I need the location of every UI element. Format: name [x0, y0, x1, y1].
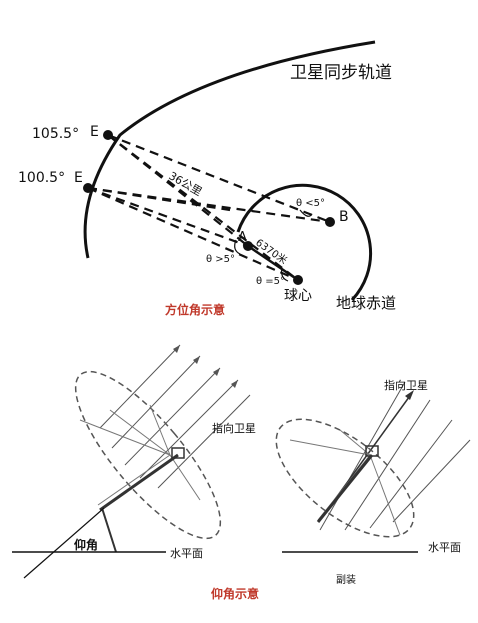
point-a-label: A	[238, 230, 247, 245]
e1-longitude: 105.5°	[32, 126, 79, 142]
sub-label: 副装	[336, 573, 356, 586]
angle-gt5-label: θ >5°	[206, 254, 235, 265]
earth-equator-circle	[236, 183, 373, 302]
left-dish	[12, 344, 251, 579]
elevation-label: 仰角	[74, 537, 98, 552]
orbit-label: 卫星同步轨道	[290, 63, 392, 83]
angle-arc-b	[299, 209, 313, 217]
horizontal-left-label: 水平面	[170, 547, 203, 560]
point-b-label: B	[339, 209, 349, 225]
right-pointer-label: 指向卫星	[384, 378, 428, 392]
center-label: 球心	[284, 288, 312, 304]
angle-arc-a	[234, 239, 241, 255]
sight-lines	[87, 133, 331, 282]
elevation-caption: 仰角示意	[211, 586, 259, 601]
equator-label: 地球赤道	[336, 294, 396, 312]
e2-longitude: 100.5°	[18, 170, 65, 186]
right-dish	[275, 381, 471, 553]
angle-lt5-label: θ <5°	[296, 198, 325, 209]
horizontal-right-label: 水平面	[428, 541, 461, 554]
left-pointer-label: 指向卫星	[212, 421, 256, 435]
orbit-arc	[83, 40, 376, 259]
azimuth-caption: 方位角示意	[165, 302, 225, 317]
radius-line	[247, 244, 299, 282]
satellite-e1-dot	[103, 130, 113, 140]
satellite-e2-dot	[83, 183, 93, 193]
point-b-dot	[325, 217, 335, 227]
e2-label: E	[74, 170, 83, 186]
e1-label: E	[90, 124, 99, 140]
angle-eq5-label: θ =5°	[256, 276, 285, 287]
